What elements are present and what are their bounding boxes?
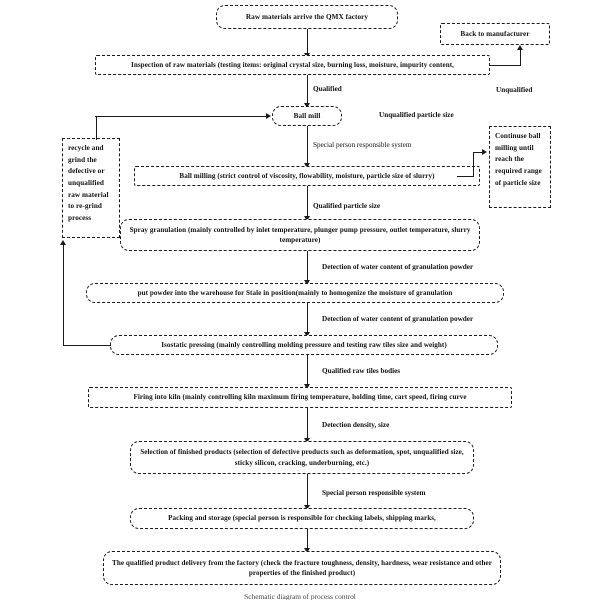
node-product-delivery-label: The qualified product delivery from the …	[112, 558, 492, 577]
arrowhead-ballmilling-to-continue	[482, 148, 487, 155]
connector-selection-to-packing	[307, 474, 308, 508]
arrowhead-inspection-to-manufacturer	[516, 45, 523, 50]
connector-inspection-to-manufacturer-h	[490, 65, 521, 66]
connector-isostatic-to-firing	[307, 355, 308, 387]
edge-label-unqualified-particle-size: Unqualified particle size	[379, 111, 454, 119]
node-recycle: recycle and grind the defective or unqua…	[62, 138, 120, 238]
connector-ballmill-to-ballmilling	[307, 126, 308, 166]
connector-isostatic-to-recycle-v	[63, 245, 64, 346]
node-firing-into-kiln: Firing into kiln (mainly controlling kil…	[88, 387, 512, 408]
connector-inspection-to-manufacturer-v	[520, 50, 521, 66]
connector-continue-entry-h	[473, 152, 483, 153]
arrowhead-isostatic-to-recycle	[59, 240, 66, 245]
node-continue-ball-milling: Continuse ball milling until reach the r…	[489, 126, 551, 208]
edge-label-detection-density: Detection density, size	[322, 421, 390, 429]
node-back-to-manufacturer-label: Back to manufacturer	[460, 29, 530, 38]
node-ball-milling-label: Ball milling (strict control of viscosit…	[179, 171, 435, 180]
node-spray-granulation: Spray granulation (mainly controlled by …	[120, 219, 480, 251]
arrowhead-recycle-to-ballmill	[266, 112, 271, 119]
node-raw-materials-label: Raw materials arrive the QMX factory	[245, 12, 369, 21]
connector-spray-to-warehouse	[307, 251, 308, 283]
node-packing-storage-label: Packing and storage (special person is r…	[168, 514, 436, 523]
connector-recycle-to-ballmill-v	[96, 116, 97, 140]
edge-label-detection-water-2: Detection of water content of granulatio…	[322, 315, 474, 323]
node-product-delivery: The qualified product delivery from the …	[103, 551, 501, 585]
connector-packing-to-delivery	[307, 529, 308, 551]
edge-label-qualified: Qualified	[313, 85, 342, 93]
figure-caption: Schematic diagram of process control	[244, 592, 356, 600]
node-selection-finished-products-label: Selection of finished products (selectio…	[140, 448, 464, 467]
arrowhead-spray-to-warehouse	[303, 280, 310, 285]
arrowhead-firing-to-selection	[303, 438, 310, 443]
connector-raw-to-inspection	[307, 29, 308, 55]
node-inspection: Inspection of raw materials (testing ite…	[95, 55, 490, 75]
node-warehouse-stale: put powder into the warehouse for Stale …	[86, 283, 504, 303]
node-ball-mill-label: Ball mill	[293, 111, 321, 120]
connector-ballmilling-to-continue-h	[457, 176, 474, 177]
arrowhead-inspection-to-ballmill	[303, 103, 310, 108]
arrowhead-ballmill-to-ballmilling	[303, 163, 310, 168]
arrowhead-warehouse-to-isostatic	[303, 332, 310, 337]
node-firing-into-kiln-label: Firing into kiln (mainly controlling kil…	[133, 393, 467, 402]
connector-ballmilling-to-spray	[307, 186, 308, 219]
node-back-to-manufacturer: Back to manufacturer	[440, 23, 550, 45]
edge-label-special-person-2: Special person responsible system	[322, 489, 426, 497]
edge-label-special-person-1: Special person responsible system	[313, 141, 412, 149]
node-inspection-label: Inspection of raw materials (testing ite…	[131, 60, 454, 69]
node-ball-milling: Ball milling (strict control of viscosit…	[134, 166, 480, 186]
node-warehouse-stale-label: put powder into the warehouse for Stale …	[137, 288, 453, 297]
arrowhead-selection-to-packing	[303, 505, 310, 510]
arrowhead-packing-to-delivery	[303, 548, 310, 553]
edge-label-qualified-particle-size: Qualified particle size	[313, 202, 381, 210]
node-spray-granulation-label: Spray granulation (mainly controlled by …	[129, 225, 471, 244]
node-packing-storage: Packing and storage (special person is r…	[130, 508, 474, 529]
connector-firing-to-selection	[307, 408, 308, 441]
node-isostatic-pressing: Isostatic pressing (mainly controlling m…	[110, 335, 498, 355]
arrowhead-ballmilling-to-spray	[303, 216, 310, 221]
node-continue-ball-milling-label: Continuse ball milling until reach the r…	[495, 132, 542, 187]
edge-label-detection-water-1: Detection of water content of granulatio…	[322, 263, 474, 271]
node-recycle-label: recycle and grind the defective or unqua…	[68, 144, 109, 222]
connector-warehouse-to-isostatic	[307, 303, 308, 335]
node-selection-finished-products: Selection of finished products (selectio…	[130, 441, 474, 474]
connector-inspection-to-ballmill	[307, 75, 308, 105]
arrowhead-isostatic-to-firing	[303, 384, 310, 389]
edge-label-qualified-raw-tiles: Qualified raw tiles bodies	[322, 367, 401, 375]
connector-isostatic-to-recycle-h	[63, 345, 111, 346]
node-ball-mill: Ball mill	[272, 106, 342, 126]
node-isostatic-pressing-label: Isostatic pressing (mainly controlling m…	[161, 340, 447, 349]
node-raw-materials: Raw materials arrive the QMX factory	[216, 5, 398, 29]
connector-ballmilling-to-continue-v	[473, 152, 474, 177]
edge-label-unqualified: Unqualified	[496, 86, 533, 94]
connector-recycle-to-ballmill-h	[95, 116, 267, 117]
